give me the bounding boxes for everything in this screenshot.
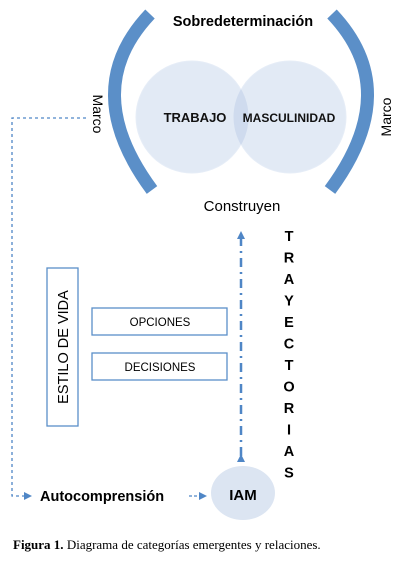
opciones-box bbox=[91, 307, 228, 336]
frame-right-arc bbox=[324, 9, 374, 194]
trabajo-label: TRABAJO bbox=[164, 110, 227, 125]
marco-right-label: Marco bbox=[378, 97, 394, 136]
opciones-label: OPCIONES bbox=[130, 317, 191, 329]
trayectorias-letter: R bbox=[284, 251, 295, 267]
decisiones-box bbox=[91, 352, 228, 381]
trayectorias-letter: C bbox=[284, 337, 295, 353]
estilo-de-vida-box bbox=[46, 267, 79, 427]
figure-caption: Figura 1. Diagrama de categorías emergen… bbox=[13, 537, 321, 552]
iam-label: IAM bbox=[229, 487, 257, 504]
trayectorias-letter: A bbox=[284, 272, 295, 288]
trayectorias-letter: E bbox=[284, 315, 294, 331]
trayectorias-letter: Y bbox=[284, 294, 294, 310]
marco-left-label: Marco bbox=[90, 95, 106, 134]
trayectorias-letter: S bbox=[284, 466, 294, 482]
construyen-label: Construyen bbox=[204, 198, 281, 215]
trayectorias-letter: O bbox=[283, 380, 294, 396]
estilo-de-vida-label: ESTILO DE VIDA bbox=[56, 290, 72, 404]
trayectorias-letter: R bbox=[284, 401, 295, 417]
marco-to-autocomprension-path bbox=[11, 117, 86, 500]
masculinidad-label: MASCULINIDAD bbox=[243, 111, 336, 125]
trayectorias-letter: T bbox=[285, 229, 294, 245]
iam-ellipse bbox=[211, 466, 275, 520]
figure-caption-label: Figura 1. bbox=[13, 537, 64, 552]
trayectorias-letter: T bbox=[285, 358, 294, 374]
autocomprension-label: Autocomprensión bbox=[40, 489, 164, 505]
figure-caption-text: Diagrama de categorías emergentes y rela… bbox=[64, 537, 321, 552]
trayectorias-letter: I bbox=[287, 423, 291, 439]
sobredeterminacion-label: Sobredeterminación bbox=[173, 14, 313, 30]
frame-left-arc bbox=[108, 9, 158, 194]
circles-intersection bbox=[233, 89, 249, 145]
trayectorias-letter: A bbox=[284, 444, 295, 460]
decisiones-label: DECISIONES bbox=[125, 362, 196, 374]
